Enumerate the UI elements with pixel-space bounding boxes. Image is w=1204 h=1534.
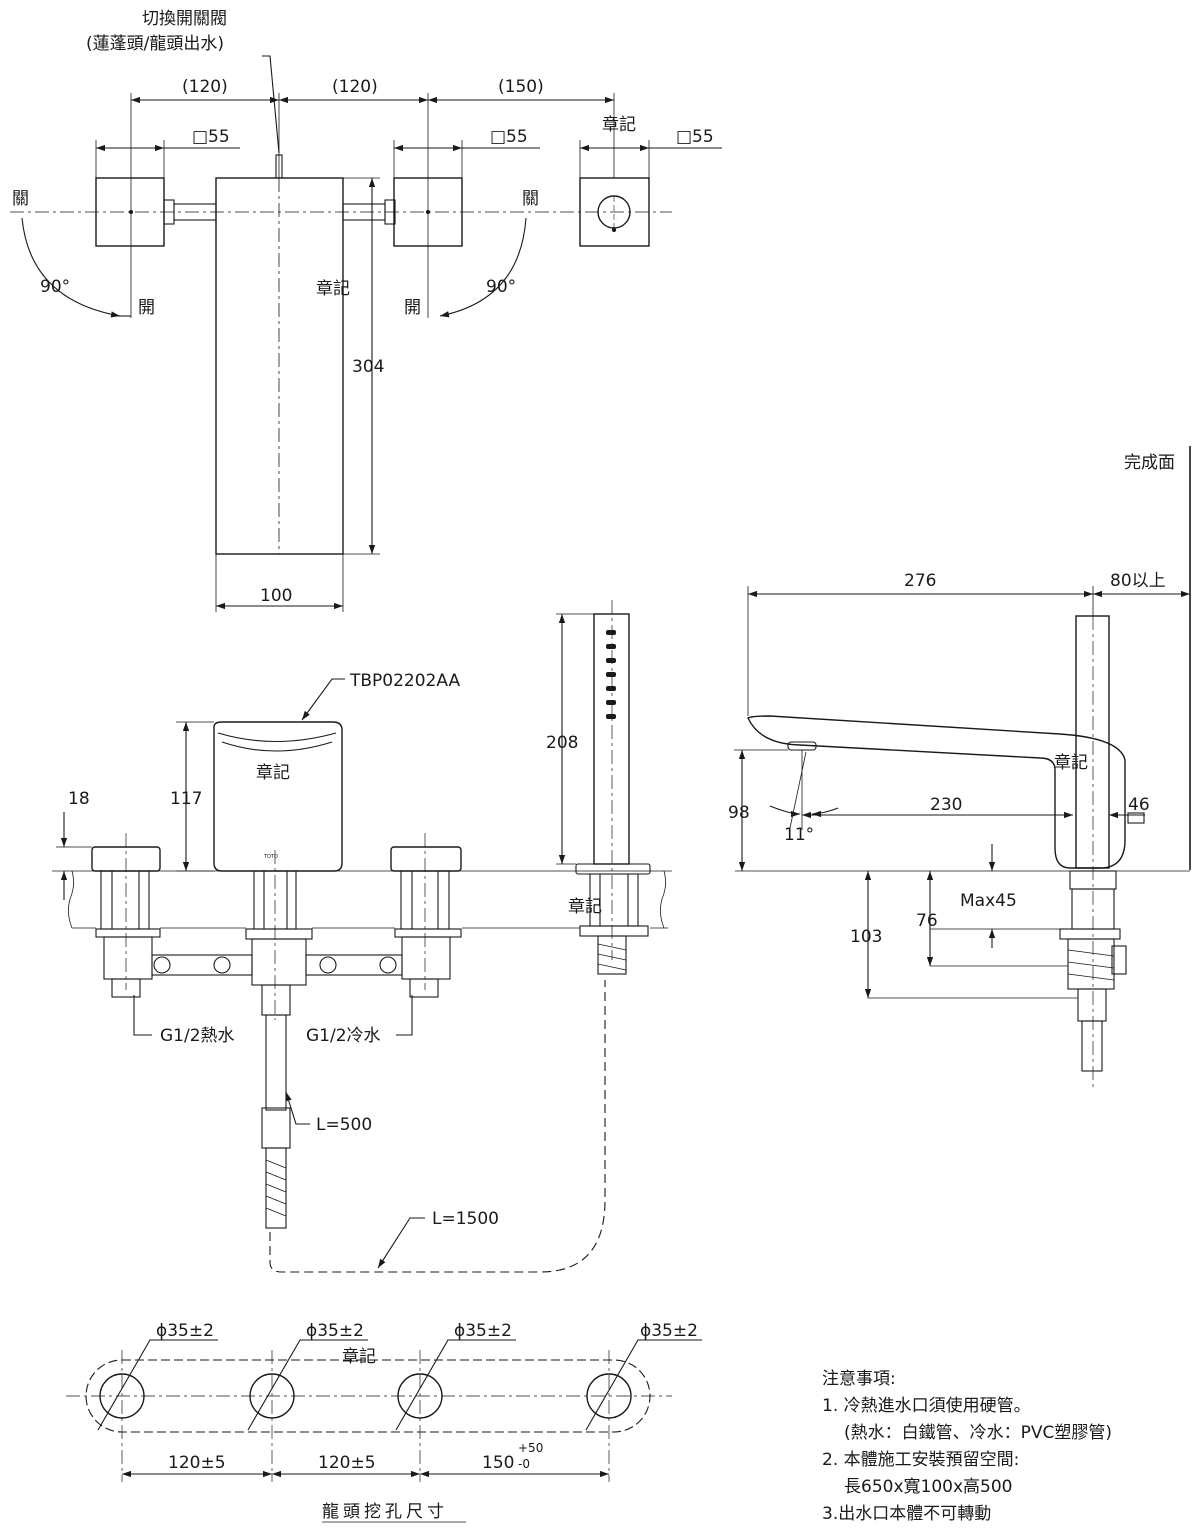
notes-line5: 3.出水口本體不可轉動 [822, 1504, 992, 1524]
hose-short: L=500 [316, 1115, 372, 1135]
notes-block: 注意事項: 1. 冷熱進水口須使用硬管。 (熱水：白鐵管、冷水：PVC塑膠管) … [822, 1366, 1192, 1528]
notes-line3: 2. 本體施工安裝預留空間: [822, 1450, 1020, 1470]
open-right: 開 [404, 298, 421, 318]
angle-11: 11° [784, 825, 814, 845]
dia-3: ɸ35±2 [454, 1321, 512, 1341]
dim-120-b: (120) [332, 77, 378, 97]
dia-2: ɸ35±2 [306, 1321, 364, 1341]
hose-long: L=1500 [432, 1209, 499, 1229]
notes-line1: 1. 冷熱進水口須使用硬管。 [822, 1396, 1031, 1416]
close-left: 關 [12, 189, 29, 209]
dim-18: 18 [68, 789, 90, 809]
open-left: 開 [138, 298, 155, 318]
dim-276: 276 [904, 571, 936, 591]
tol-minus: -0 [518, 1457, 530, 1471]
notes-line4: 長650x寬100x高500 [844, 1477, 1013, 1497]
dim-150: (150) [498, 77, 544, 97]
square-55-3: □55 [676, 127, 714, 147]
logo-toto: TOTO [263, 854, 278, 860]
side-view [734, 446, 1191, 1090]
dim-80: 80以上 [1110, 571, 1166, 591]
dim-76: 76 [916, 911, 938, 931]
square-55-2: □55 [490, 127, 528, 147]
valve-label-line1: 切換開關閥 [142, 9, 227, 29]
dim-117: 117 [170, 789, 202, 809]
hole-caption: 龍頭挖孔尺寸 [322, 1502, 448, 1522]
square-55-1: □55 [192, 127, 230, 147]
pitch-2: 120±5 [318, 1453, 376, 1473]
pitch-3: 150 [482, 1453, 514, 1473]
shower-nozzles [606, 630, 616, 719]
front-view [52, 600, 672, 1273]
dia-4: ɸ35±2 [640, 1321, 698, 1341]
dim-120-a: (120) [182, 77, 228, 97]
dim-100: 100 [260, 586, 292, 606]
seal-label: 章記 [602, 115, 636, 135]
dia-1: ɸ35±2 [156, 1321, 214, 1341]
seal-hand: 章記 [568, 897, 602, 917]
hot-inlet: G1/2熱水 [160, 1026, 235, 1046]
seal-side: 章記 [1054, 753, 1088, 773]
dim-304: 304 [352, 357, 384, 377]
dim-103: 103 [850, 927, 882, 947]
hole-view [66, 1339, 702, 1523]
cold-inlet: G1/2冷水 [306, 1026, 381, 1046]
dim-208: 208 [546, 733, 578, 753]
finish-surface: 完成面 [1124, 453, 1175, 473]
seal-body: 章記 [256, 763, 290, 783]
angle-left: 90° [40, 277, 70, 297]
pitch-1: 120±5 [168, 1453, 226, 1473]
dim-230: 230 [930, 795, 962, 815]
dim-98: 98 [728, 803, 750, 823]
close-right: 關 [522, 189, 539, 209]
model-number: TBP02202AA [349, 671, 460, 691]
seal-center: 章記 [316, 279, 350, 299]
tol-plus: +50 [518, 1441, 543, 1455]
angle-right: 90° [486, 277, 516, 297]
valve-label-line2: (蓮蓬頭/龍頭出水) [86, 34, 224, 54]
notes-line2: (熱水：白鐵管、冷水：PVC塑膠管) [844, 1423, 1113, 1443]
top-view [10, 55, 722, 612]
max45: Max45 [960, 891, 1017, 911]
dim-46: 46 [1128, 795, 1150, 815]
notes-title: 注意事項: [822, 1369, 896, 1389]
seal-hole: 章記 [342, 1347, 376, 1367]
